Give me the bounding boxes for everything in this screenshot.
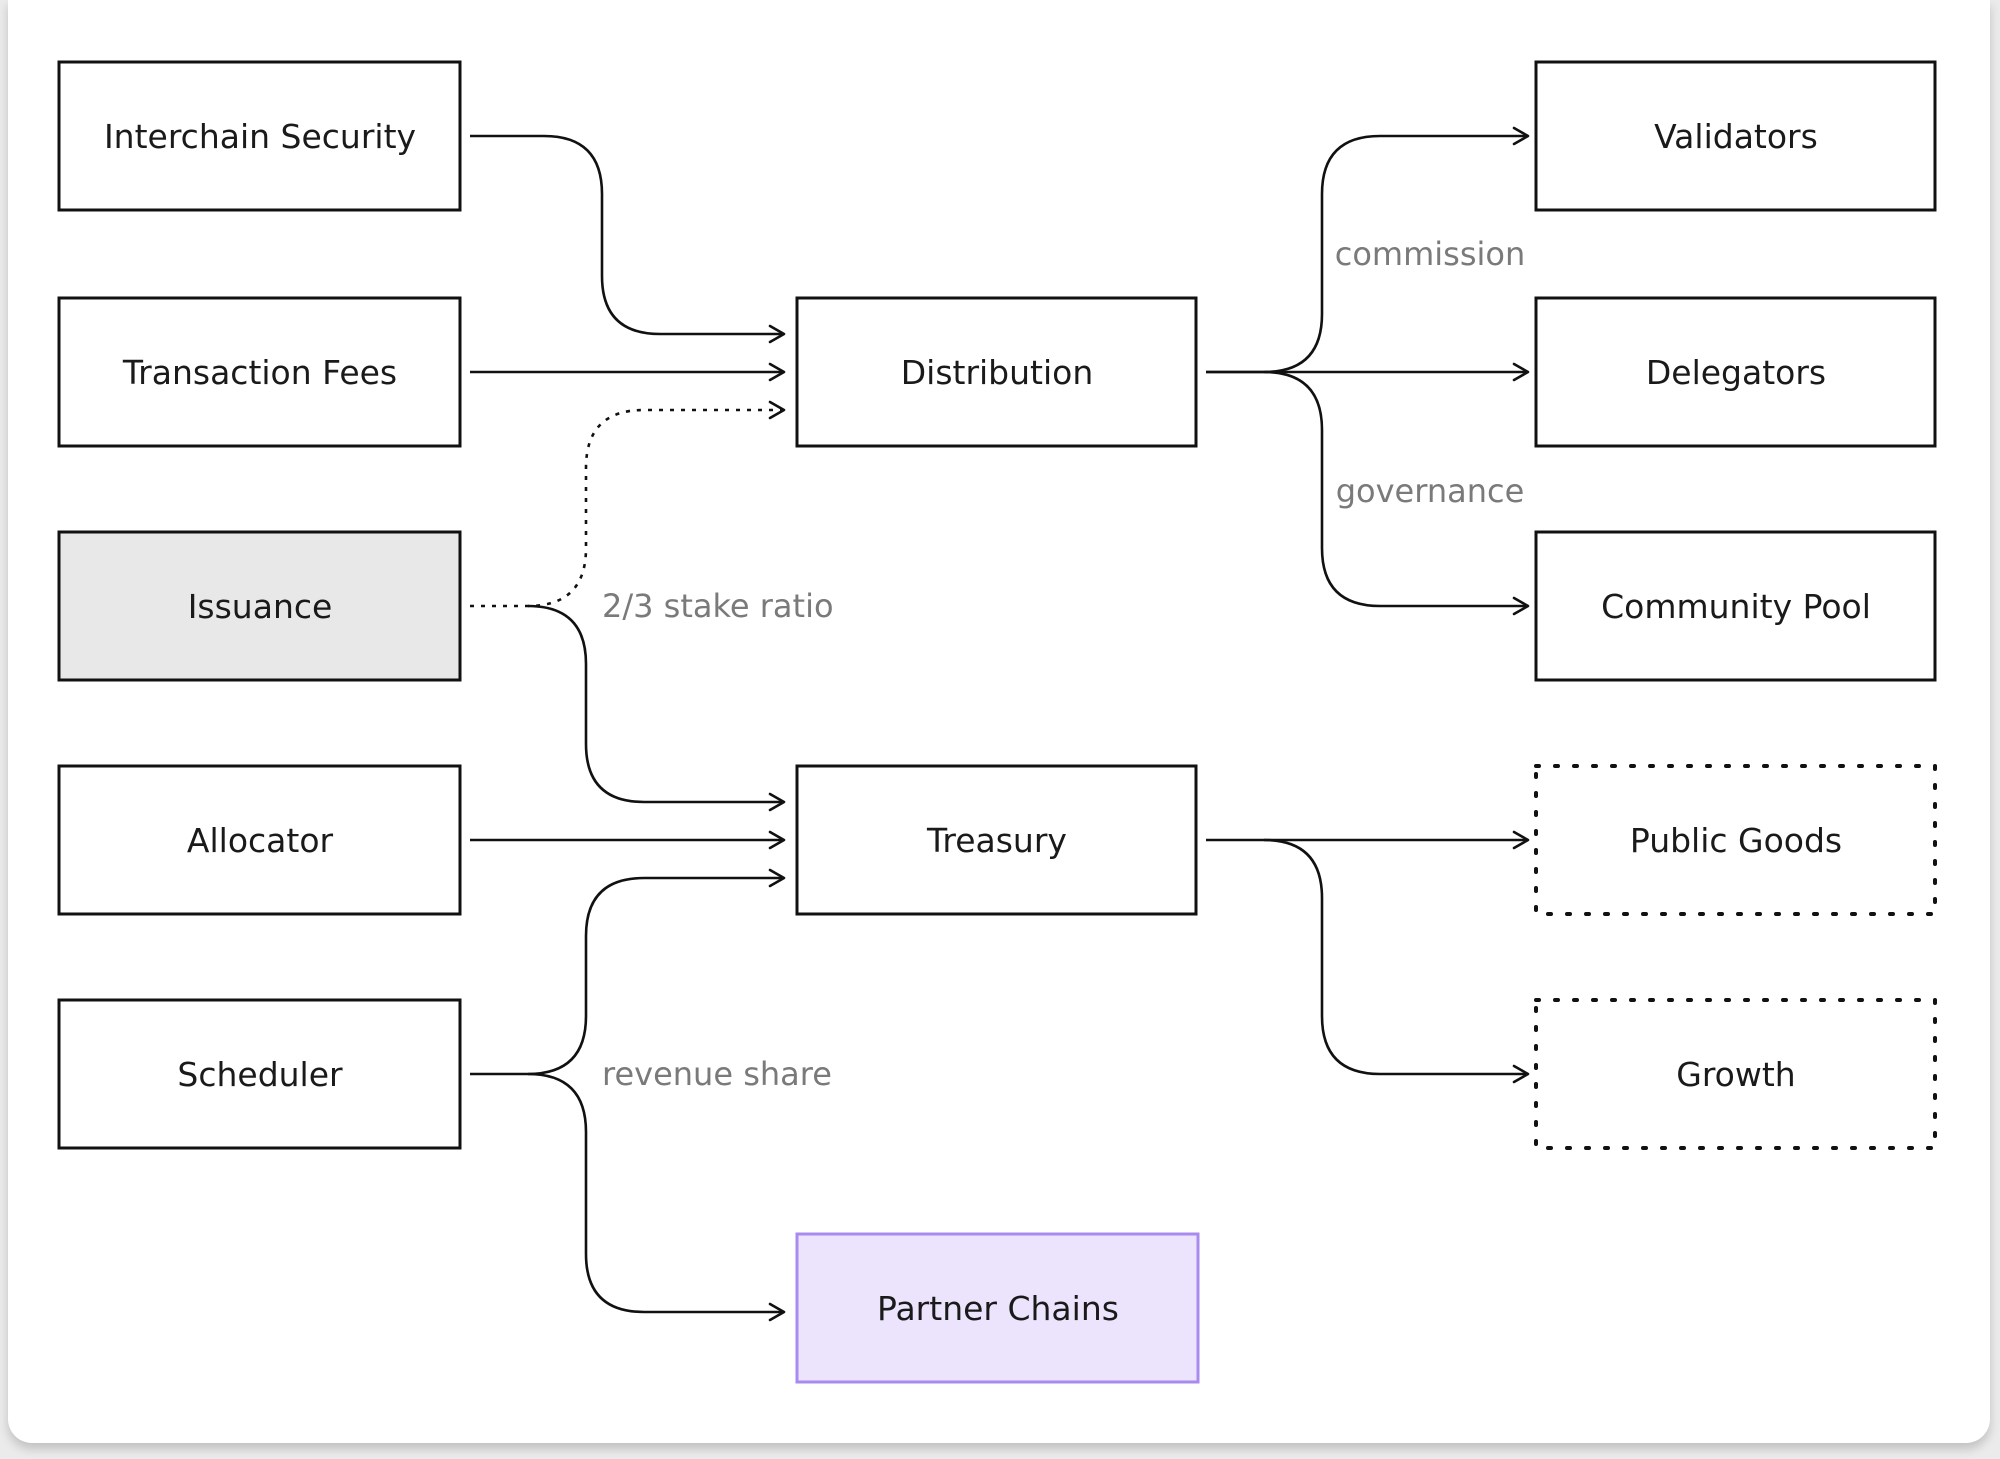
edge-interchain-to-distribution — [470, 134, 786, 344]
node-partner-chains[interactable]: Partner Chains — [795, 1232, 1200, 1384]
edge-label-revenue-share: revenue share — [602, 1055, 832, 1093]
node-treasury[interactable]: Treasury — [795, 764, 1198, 916]
svg-text:Delegators: Delegators — [1646, 353, 1826, 392]
edge-treasury-to-growth — [1263, 838, 1530, 1084]
svg-text:Growth: Growth — [1676, 1055, 1795, 1094]
svg-text:Partner Chains: Partner Chains — [877, 1289, 1119, 1328]
svg-text:Transaction Fees: Transaction Fees — [122, 353, 397, 392]
svg-text:Public Goods: Public Goods — [1630, 821, 1842, 860]
edge-label-commission: commission — [1335, 235, 1526, 273]
node-scheduler[interactable]: Scheduler — [57, 998, 462, 1150]
svg-text:Distribution: Distribution — [901, 353, 1094, 392]
flow-diagram: commission governance 2/3 stake ratio re… — [57, 60, 1937, 1384]
node-growth[interactable]: Growth — [1534, 998, 1937, 1150]
node-issuance[interactable]: Issuance — [57, 530, 462, 682]
node-transaction-fees[interactable]: Transaction Fees — [57, 296, 462, 448]
node-distribution[interactable]: Distribution — [795, 296, 1198, 448]
edge-distribution-to-community — [1263, 370, 1530, 616]
edge-scheduler-to-partner — [527, 1072, 786, 1322]
svg-text:Allocator: Allocator — [187, 821, 334, 860]
svg-text:Issuance: Issuance — [188, 587, 333, 626]
svg-text:Treasury: Treasury — [926, 821, 1067, 860]
svg-text:Validators: Validators — [1654, 117, 1818, 156]
edge-label-governance: governance — [1336, 472, 1525, 510]
node-community-pool[interactable]: Community Pool — [1534, 530, 1937, 682]
svg-text:Interchain Security: Interchain Security — [104, 117, 416, 156]
node-interchain-security[interactable]: Interchain Security — [57, 60, 462, 212]
svg-text:Scheduler: Scheduler — [177, 1055, 343, 1094]
diagram-canvas: commission governance 2/3 stake ratio re… — [8, 0, 1990, 1443]
svg-text:Community Pool: Community Pool — [1601, 587, 1871, 626]
edge-distribution-to-validators — [1206, 126, 1530, 374]
node-delegators[interactable]: Delegators — [1534, 296, 1937, 448]
edge-issuance-to-distribution — [470, 400, 786, 608]
node-allocator[interactable]: Allocator — [57, 764, 462, 916]
edge-scheduler-to-treasury — [470, 868, 786, 1076]
node-validators[interactable]: Validators — [1534, 60, 1937, 212]
edge-label-stake-ratio: 2/3 stake ratio — [602, 587, 834, 625]
edge-issuance-to-treasury — [527, 604, 786, 812]
node-public-goods[interactable]: Public Goods — [1534, 764, 1937, 916]
